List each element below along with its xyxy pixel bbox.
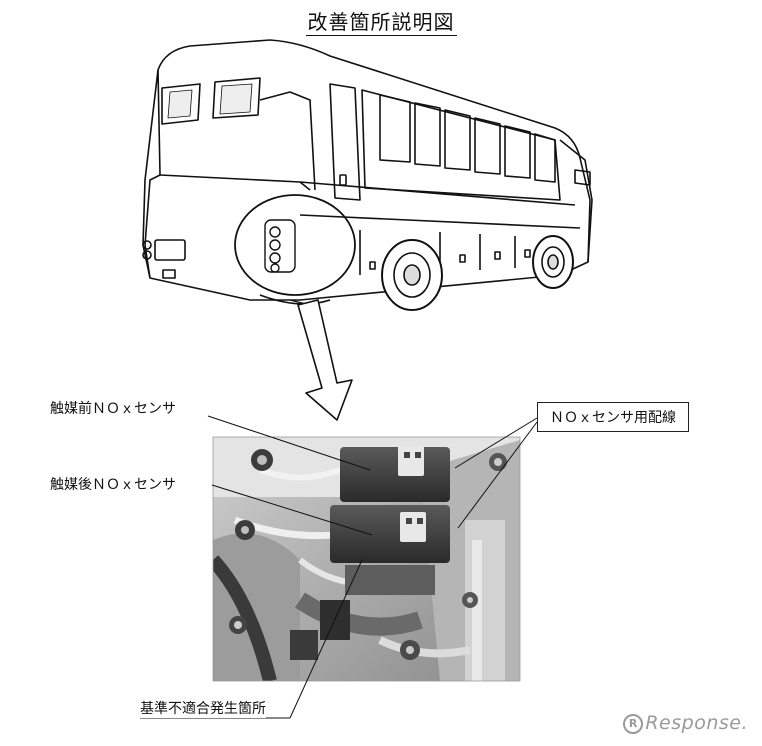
label-nonconformance-location: 基準不適合発生箇所 [140, 700, 266, 718]
leader-pre-catalyst [207, 415, 371, 471]
leader-wiring-1 [454, 417, 538, 469]
zoom-arrow [297, 299, 353, 421]
label-pre-catalyst-sensor: 触媒前ＮＯｘセンサ [50, 400, 176, 418]
leader-nonconformance-a [289, 559, 363, 719]
rear-light-cluster [264, 219, 296, 273]
leader-post-catalyst [211, 484, 373, 536]
bus-illustration [142, 39, 593, 311]
highlight-circle [234, 194, 356, 296]
label-sensor-wiring: ＮＯｘセンサ用配線 [537, 402, 689, 432]
label-post-catalyst-sensor: 触媒後ＮＯｘセンサ [50, 476, 176, 494]
leader-wiring-2 [457, 421, 538, 529]
figure-title: 改善箇所説明図 [305, 10, 457, 36]
response-logo-icon: R [623, 714, 644, 734]
engine-bay-photo [213, 437, 520, 681]
leader-lines [140, 415, 538, 719]
